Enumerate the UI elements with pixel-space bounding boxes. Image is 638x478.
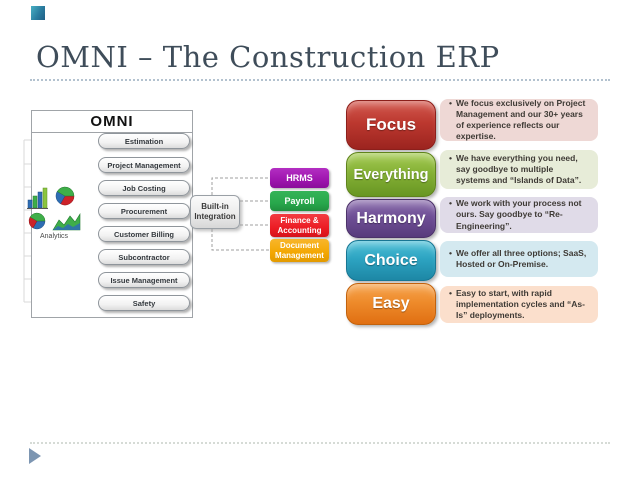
- system-box-hrms: HRMS: [270, 168, 329, 188]
- analytics-label: Analytics: [39, 233, 68, 240]
- benefit-description-everything: We have everything you need, say goodbye…: [440, 150, 598, 189]
- system-box-payroll: Payroll: [270, 191, 329, 211]
- module-pill-estimation: Estimation: [98, 133, 190, 149]
- benefit-description-focus: We focus exclusively on Project Manageme…: [440, 98, 598, 142]
- pie-chart-icon: [28, 212, 46, 230]
- benefit-button-harmony: Harmony: [346, 199, 436, 238]
- benefit-description-harmony: We work with your process not ours. Say …: [440, 197, 598, 233]
- area-chart-icon: [52, 212, 81, 231]
- benefit-button-focus: Focus: [346, 100, 436, 150]
- analytics-charts-icon: [27, 186, 81, 232]
- benefit-button-choice: Choice: [346, 240, 436, 281]
- benefit-description-choice: We offer all three options; SaaS, Hosted…: [440, 241, 598, 277]
- benefit-description-easy: Easy to start, with rapid implementation…: [440, 286, 598, 323]
- system-box-document-management: Document Management: [270, 239, 329, 262]
- module-pill-project-management: Project Management: [98, 157, 190, 173]
- benefit-description-text: Easy to start, with rapid implementation…: [449, 288, 589, 321]
- module-pill-subcontractor: Subcontractor: [98, 249, 190, 265]
- footer-dotted-rule: [30, 442, 610, 444]
- system-box-finance-accounting: Finance & Accounting: [270, 214, 329, 237]
- built-in-integration-box: Built-in Integration: [190, 195, 240, 229]
- module-pill-procurement: Procurement: [98, 203, 190, 219]
- benefit-button-easy: Easy: [346, 283, 436, 325]
- benefit-button-everything: Everything: [346, 152, 436, 197]
- bar-chart-icon: [27, 187, 48, 209]
- benefit-description-text: We offer all three options; SaaS, Hosted…: [449, 248, 589, 270]
- omni-panel-title: OMNI: [32, 111, 192, 133]
- corner-accent-icon: [31, 6, 45, 20]
- integration-connector-lines: [211, 177, 270, 251]
- module-pill-safety: Safety: [98, 295, 190, 311]
- benefit-description-text: We focus exclusively on Project Manageme…: [449, 98, 589, 142]
- module-pill-job-costing: Job Costing: [98, 180, 190, 196]
- module-pill-customer-billing: Customer Billing: [98, 226, 190, 242]
- module-pill-issue-management: Issue Management: [98, 272, 190, 288]
- pie-chart-icon: [55, 186, 75, 206]
- title-dotted-rule: [30, 79, 610, 81]
- benefit-description-text: We have everything you need, say goodbye…: [449, 153, 589, 186]
- footer-triangle-icon: [29, 448, 41, 464]
- page-title: OMNI – The Construction ERP: [36, 40, 500, 74]
- benefit-description-text: We work with your process not ours. Say …: [449, 198, 589, 231]
